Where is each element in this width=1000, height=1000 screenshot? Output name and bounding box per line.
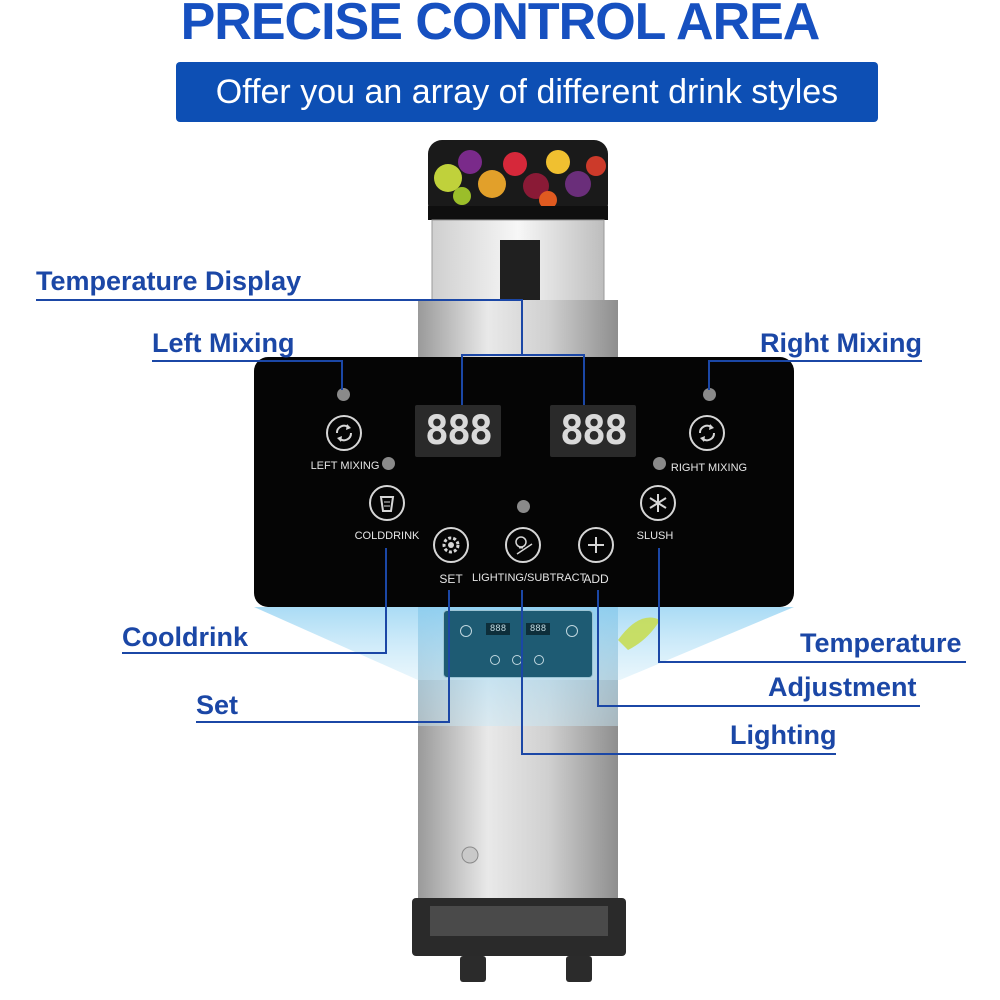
mini-display-right: 888: [526, 623, 550, 635]
colddrink-led: [382, 457, 395, 470]
mini-display-left: 888: [486, 623, 510, 635]
mini-left-mixing-icon: [460, 625, 472, 637]
mini-right-mixing-icon: [566, 625, 578, 637]
add-button[interactable]: [578, 527, 614, 563]
colddrink-label: COLDDRINK: [354, 530, 420, 542]
left-mixing-button[interactable]: [326, 415, 362, 451]
set-button[interactable]: [433, 527, 469, 563]
left-mixing-led: [337, 388, 350, 401]
rotate-icon: [336, 424, 352, 442]
callout-cooldrink: Cooldrink: [122, 622, 248, 652]
lightbulb-icon: [515, 536, 533, 555]
mini-add-icon: [534, 655, 544, 665]
lighting-subtract-button[interactable]: [505, 527, 541, 563]
subtitle-banner: Offer you an array of different drink st…: [176, 62, 878, 122]
gear-icon: [442, 536, 460, 554]
mini-lighting-icon: [512, 655, 522, 665]
temperature-display-left: 888: [415, 405, 501, 457]
right-mixing-led: [703, 388, 716, 401]
right-mixing-label: RIGHT MIXING: [670, 462, 748, 474]
fruit-graphic: [434, 150, 606, 209]
callout-lighting: Lighting: [730, 720, 837, 750]
callout-temperature: Temperature: [800, 628, 962, 658]
page-title: PRECISE CONTROL AREA: [180, 0, 821, 51]
callout-left-mixing: Left Mixing: [152, 328, 295, 358]
slush-label: SLUSH: [636, 530, 674, 542]
snowflake-icon: [649, 494, 667, 512]
callout-set: Set: [196, 690, 239, 720]
slush-led: [653, 457, 666, 470]
lighting-subtract-label: LIGHTING/SUBTRACT: [472, 572, 587, 584]
callout-right-mixing: Right Mixing: [760, 328, 922, 358]
add-label: ADD: [583, 572, 609, 586]
mini-control-panel: 888 888: [443, 610, 593, 678]
lighting-led: [517, 500, 530, 513]
subtitle-text: Offer you an array of different drink st…: [215, 73, 839, 111]
slush-button[interactable]: [640, 485, 676, 521]
mini-set-icon: [490, 655, 500, 665]
callout-temperature-display: Temperature Display: [36, 266, 302, 296]
plus-icon: [588, 537, 604, 553]
temperature-display-right: 888: [550, 405, 636, 457]
left-mixing-label: LEFT MIXING: [310, 460, 380, 472]
rotate-icon: [699, 424, 715, 442]
right-mixing-button[interactable]: [689, 415, 725, 451]
callout-adjustment: Adjustment: [768, 672, 917, 702]
set-label: SET: [439, 572, 463, 586]
colddrink-button[interactable]: [369, 485, 405, 521]
cup-icon: [379, 496, 395, 512]
